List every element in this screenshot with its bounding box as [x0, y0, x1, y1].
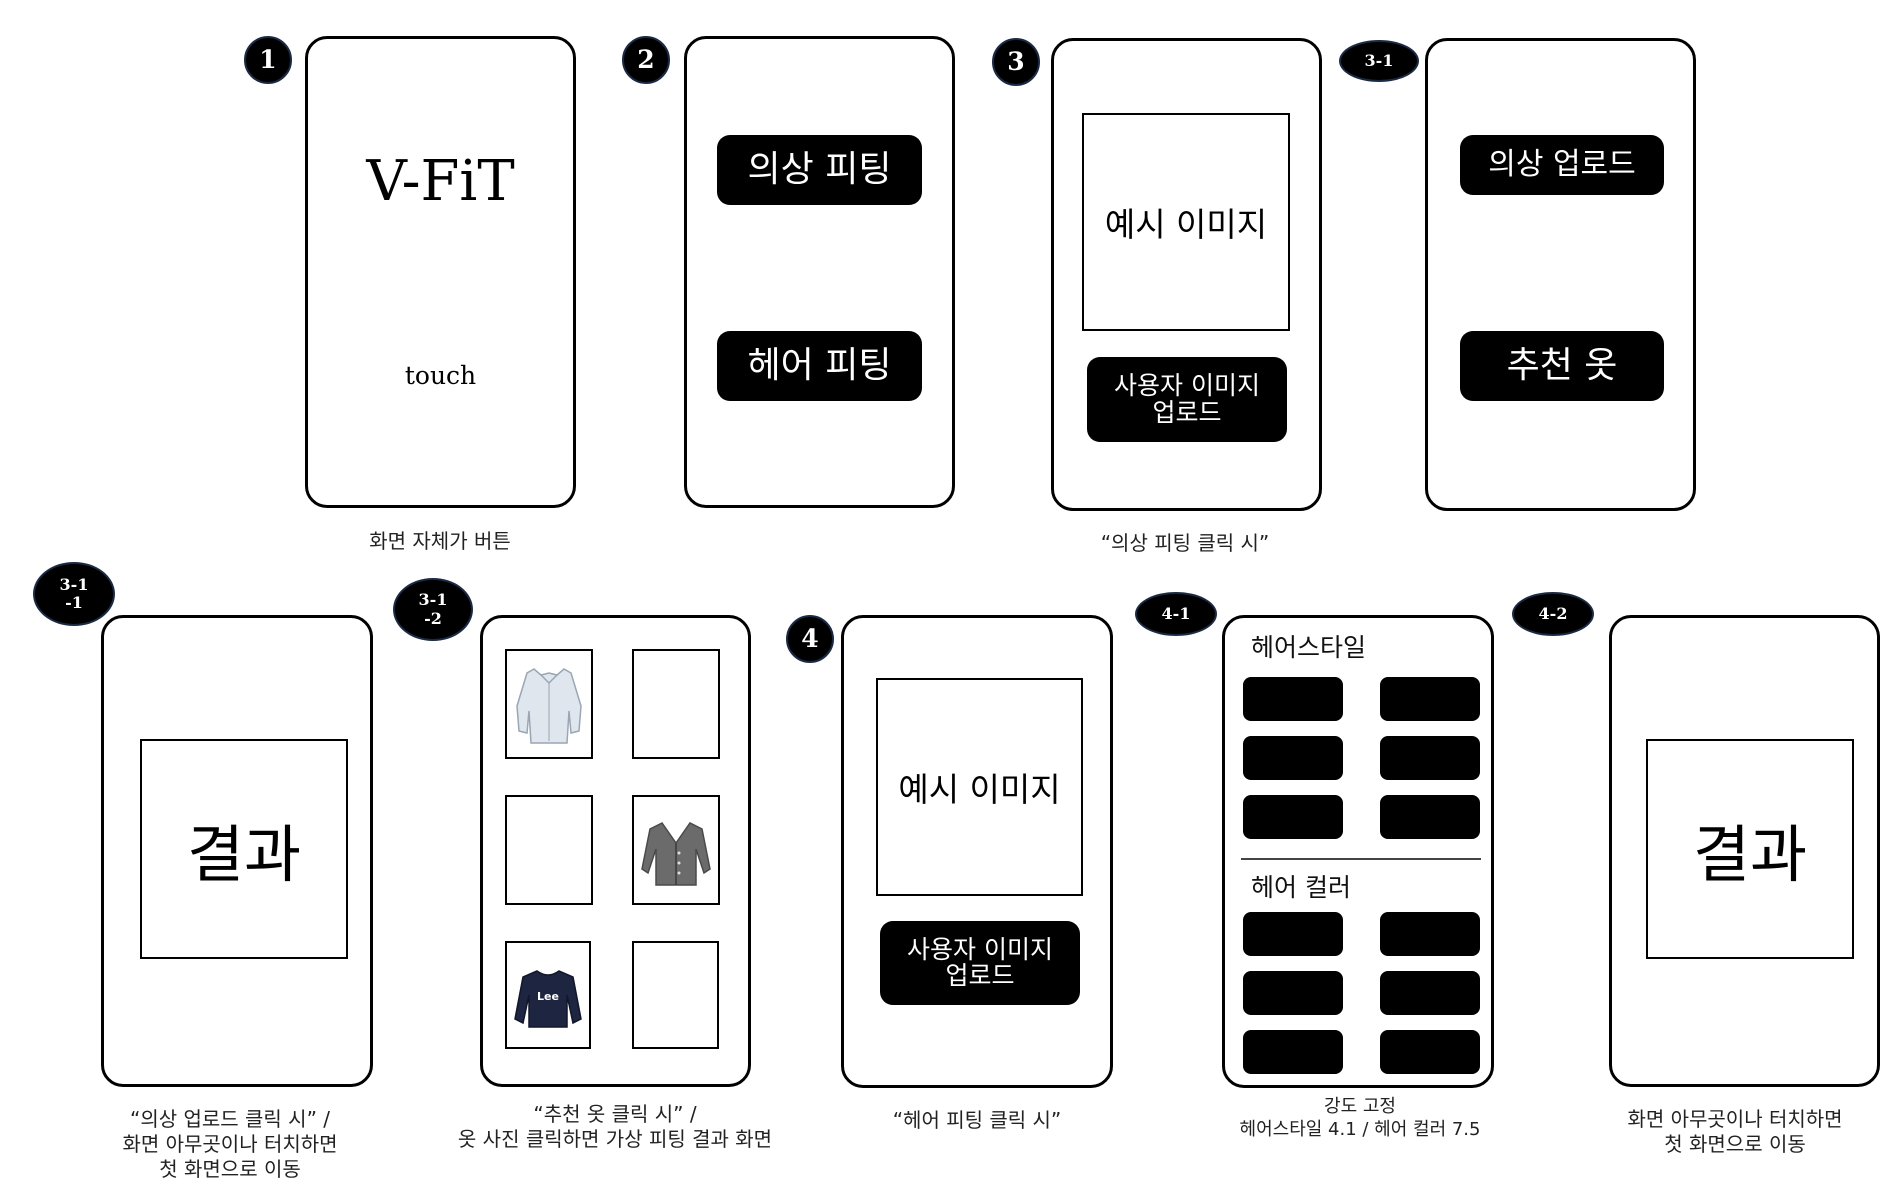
section-divider: [1241, 858, 1481, 860]
screen-4-phone: 예시 이미지 사용자 이미지 업로드: [841, 615, 1113, 1088]
clothing-thumbnail-empty-1[interactable]: [632, 649, 720, 759]
hairstyle-option-4[interactable]: [1380, 736, 1480, 780]
hairstyle-option-2[interactable]: [1380, 677, 1480, 721]
screen-2-phone: 의상 피팅 헤어 피팅: [684, 36, 955, 508]
hairstyle-option-3[interactable]: [1243, 736, 1343, 780]
result-label: 결과: [186, 818, 302, 891]
example-image-box: 예시 이미지: [876, 678, 1083, 896]
clothing-thumbnail-sweatshirt[interactable]: Lee: [505, 941, 591, 1049]
screen-3-1-2-caption: “추천 옷 클릭 시” / 옷 사진 클릭하면 가상 피팅 결과 화면: [457, 1102, 773, 1151]
screen-1-caption: 화면 자체가 버튼: [369, 529, 511, 553]
step-badge-2: 2: [622, 36, 670, 84]
screen-4-1-phone: 헤어스타일 헤어 컬러: [1222, 615, 1494, 1088]
result-box: 결과: [1646, 739, 1854, 959]
step-badge-3: 3: [992, 38, 1040, 86]
hair-fitting-button[interactable]: 헤어 피팅: [717, 331, 922, 401]
step-badge-4: 4: [786, 615, 834, 663]
recommended-clothes-button[interactable]: 추천 옷: [1460, 331, 1664, 401]
screen-3-1-phone: 의상 업로드 추천 옷: [1425, 38, 1696, 511]
touch-label: touch: [404, 361, 477, 390]
user-image-upload-button[interactable]: 사용자 이미지 업로드: [1087, 357, 1287, 442]
clothing-thumbnail-cardigan[interactable]: [632, 795, 720, 905]
shirt-icon: [516, 668, 582, 744]
hairstyle-option-1[interactable]: [1243, 677, 1343, 721]
hairstyle-section-label: 헤어스타일: [1251, 633, 1367, 662]
user-image-upload-button[interactable]: 사용자 이미지 업로드: [880, 921, 1080, 1005]
example-image-box: 예시 이미지: [1082, 113, 1290, 331]
haircolor-option-4[interactable]: [1380, 971, 1480, 1015]
sweatshirt-icon: Lee: [514, 970, 582, 1028]
screen-3-1-1-phone[interactable]: 결과: [101, 615, 373, 1087]
app-title: V-FiT: [366, 149, 515, 214]
step-badge-3-1: 3-1: [1339, 40, 1419, 82]
clothing-thumbnail-shirt[interactable]: [505, 649, 593, 759]
cardigan-icon: [641, 822, 711, 886]
upload-label-line-2: 업로드: [1152, 397, 1222, 427]
screen-3-caption: “의상 피팅 클릭 시”: [1100, 531, 1270, 555]
result-label: 결과: [1692, 818, 1808, 891]
screen-3-phone: 예시 이미지 사용자 이미지 업로드: [1051, 38, 1322, 511]
step-badge-4-1: 4-1: [1135, 592, 1217, 636]
example-image-label: 예시 이미지: [898, 770, 1061, 809]
step-badge-4-2: 4-2: [1512, 592, 1594, 636]
step-badge-3-1-2: 3-1-2: [393, 578, 473, 641]
screen-1-phone[interactable]: V-FiT touch: [305, 36, 576, 508]
hairstyle-option-5[interactable]: [1243, 795, 1343, 839]
screen-4-2-caption: 화면 아무곳이나 터치하면 첫 화면으로 이동: [1627, 1107, 1843, 1156]
step-badge-1: 1: [244, 36, 292, 84]
hairstyle-option-6[interactable]: [1380, 795, 1480, 839]
clothing-thumbnail-empty-2[interactable]: [505, 795, 593, 905]
upload-label-line-2: 업로드: [945, 961, 1015, 990]
screen-4-1-caption: 강도 고정 헤어스타일 4.1 / 헤어 컬러 7.5: [1239, 1096, 1481, 1140]
haircolor-option-1[interactable]: [1243, 912, 1343, 956]
step-badge-3-1-1: 3-1-1: [33, 562, 115, 626]
haircolor-option-5[interactable]: [1243, 1030, 1343, 1074]
screen-3-1-1-caption: “의상 업로드 클릭 시” / 화면 아무곳이나 터치하면 첫 화면으로 이동: [122, 1107, 338, 1181]
screen-4-caption: “헤어 피팅 클릭 시”: [892, 1108, 1062, 1132]
sweatshirt-logo-text: Lee: [537, 990, 559, 1003]
upload-label-line-1: 사용자 이미지: [1114, 371, 1260, 401]
clothing-thumbnail-empty-3[interactable]: [632, 941, 719, 1049]
screen-4-2-phone[interactable]: 결과: [1609, 615, 1880, 1087]
haircolor-option-3[interactable]: [1243, 971, 1343, 1015]
haircolor-option-2[interactable]: [1380, 912, 1480, 956]
screen-3-1-2-phone: Lee: [480, 615, 751, 1087]
example-image-label: 예시 이미지: [1104, 205, 1268, 244]
haircolor-option-6[interactable]: [1380, 1030, 1480, 1074]
upload-label-line-1: 사용자 이미지: [907, 934, 1053, 964]
haircolor-section-label: 헤어 컬러: [1251, 873, 1351, 902]
result-box: 결과: [140, 739, 348, 959]
clothing-fitting-button[interactable]: 의상 피팅: [717, 135, 922, 205]
clothing-upload-button[interactable]: 의상 업로드: [1460, 135, 1664, 195]
